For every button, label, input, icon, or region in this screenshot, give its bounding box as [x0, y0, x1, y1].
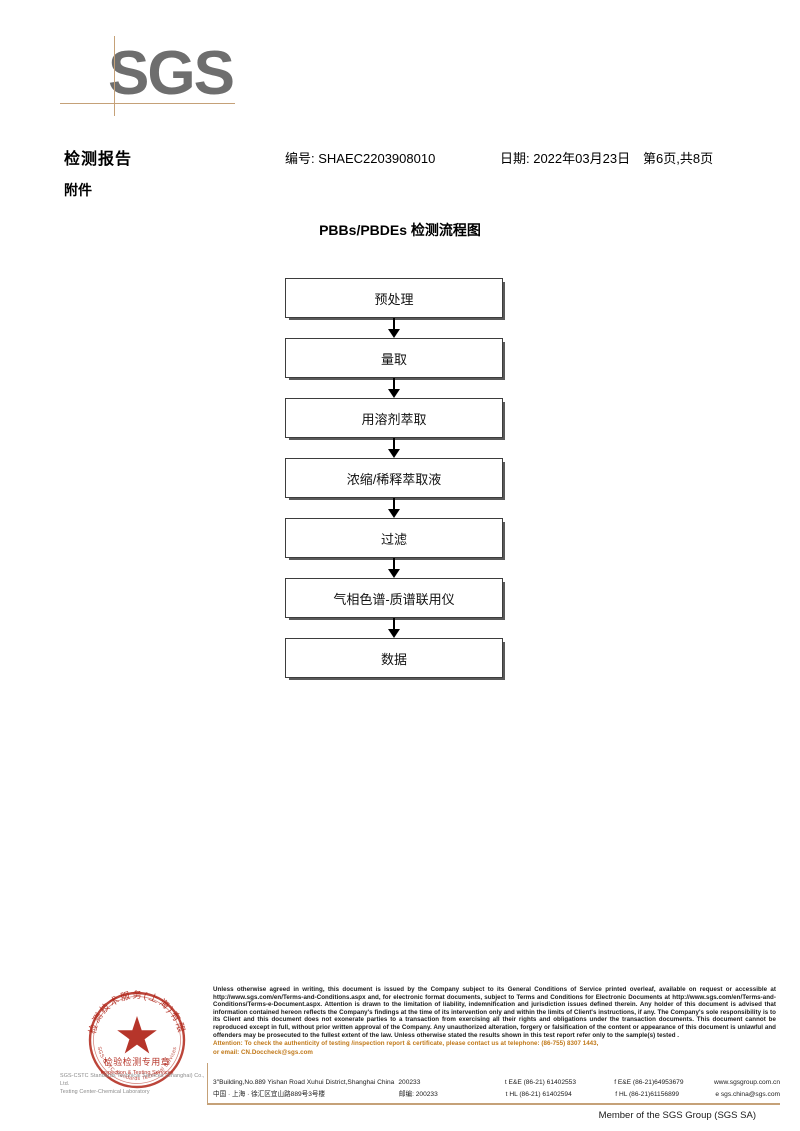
laboratory-name-line2: Testing Center-Chemical Laboratory	[60, 1089, 150, 1095]
flow-node: 用溶剂萃取	[285, 398, 503, 438]
logo-horizontal-rule	[60, 103, 235, 104]
flow-node: 气相色谱-质谱联用仪	[285, 578, 503, 618]
sgs-logo-text: SGS	[108, 39, 235, 108]
flow-node: 预处理	[285, 278, 503, 318]
flowchart: 预处理 量取 用溶剂萃取 浓缩/稀释萃取液 过滤 气相色谱-质谱联用仪 数据	[285, 278, 503, 678]
address-row-cn: 中国 · 上海 · 徐汇区宜山路889号3号楼 邮编: 200233 t HL …	[213, 1089, 780, 1101]
address-email: e sgs.china@sgs.com	[715, 1091, 780, 1098]
flow-node: 浓缩/稀释萃取液	[285, 458, 503, 498]
sgs-group-member-line: Member of the SGS Group (SGS SA)	[598, 1110, 756, 1121]
flow-node: 数据	[285, 638, 503, 678]
legal-attention-line1: Attention: To check the authenticity of …	[213, 1040, 599, 1048]
address-postcode-value: 200233	[415, 1091, 438, 1098]
flow-node: 量取	[285, 338, 503, 378]
address-phone-en: t E&E (86-21) 61402553	[504, 1079, 576, 1086]
address-fax-cn: f HL (86-21)61156899	[615, 1091, 680, 1098]
flow-arrow-down-icon	[285, 558, 503, 578]
report-date: 日期: 2022年03月23日	[500, 151, 631, 166]
report-number: 编号: SHAEC2203908010	[285, 151, 436, 166]
flow-arrow-down-icon	[285, 318, 503, 338]
page-title: 检测报告	[64, 151, 133, 168]
laboratory-name-line1: SGS-CSTC Standards Technical Services (S…	[60, 1073, 205, 1087]
flow-arrow-down-icon	[285, 378, 503, 398]
flow-arrow-down-icon	[285, 438, 503, 458]
address-postcode-cn: 邮编: 200233	[399, 1089, 506, 1101]
svg-text:Inspection & Testing Services: Inspection & Testing Services	[101, 1070, 174, 1076]
sgs-logo: SGS	[108, 38, 238, 116]
legal-paragraph: Unless otherwise agreed in writing, this…	[213, 986, 776, 1039]
company-seal-stamp: 检验检测技术服务(上海)有限公司 SGS-CSTC Standards Tech…	[82, 985, 192, 1095]
address-fax-en: f E&E (86-21)64953679	[614, 1079, 684, 1086]
flow-node: 过滤	[285, 518, 503, 558]
address-postcode-label: 邮编:	[398, 1091, 414, 1098]
address-street-en: 3′′Building,No.889 Yishan Road Xuhui Dis…	[213, 1079, 395, 1086]
attachment-label: 附件	[64, 182, 92, 198]
flow-arrow-down-icon	[285, 618, 503, 638]
office-address-block: 3′′Building,No.889 Yishan Road Xuhui Dis…	[213, 1077, 780, 1101]
footer-vertical-rule	[207, 1063, 208, 1103]
flow-arrow-down-icon	[285, 498, 503, 518]
footer-horizontal-rule	[207, 1103, 780, 1105]
address-street-cn: 中国 · 上海 · 徐汇区宜山路889号3号楼	[213, 1091, 326, 1098]
page-number: 第6页,共8页	[643, 151, 714, 166]
address-row-en: 3′′Building,No.889 Yishan Road Xuhui Dis…	[213, 1077, 780, 1089]
address-website: www.sgsgroup.com.cn	[714, 1079, 780, 1086]
laboratory-name: SGS-CSTC Standards Technical Services (S…	[60, 1072, 210, 1096]
svg-text:检验检测专用章: 检验检测专用章	[104, 1056, 171, 1067]
flowchart-title: PBBs/PBDEs 检测流程图	[319, 222, 481, 238]
legal-disclaimer: Unless otherwise agreed in writing, this…	[213, 986, 776, 1056]
logo-vertical-rule	[114, 36, 115, 116]
address-postcode-en: 200233	[398, 1079, 421, 1086]
address-phone-cn: t HL (86-21) 61402594	[505, 1091, 572, 1098]
legal-attention-line2: or email: CN.Doccheck@sgs.com	[213, 1048, 313, 1056]
